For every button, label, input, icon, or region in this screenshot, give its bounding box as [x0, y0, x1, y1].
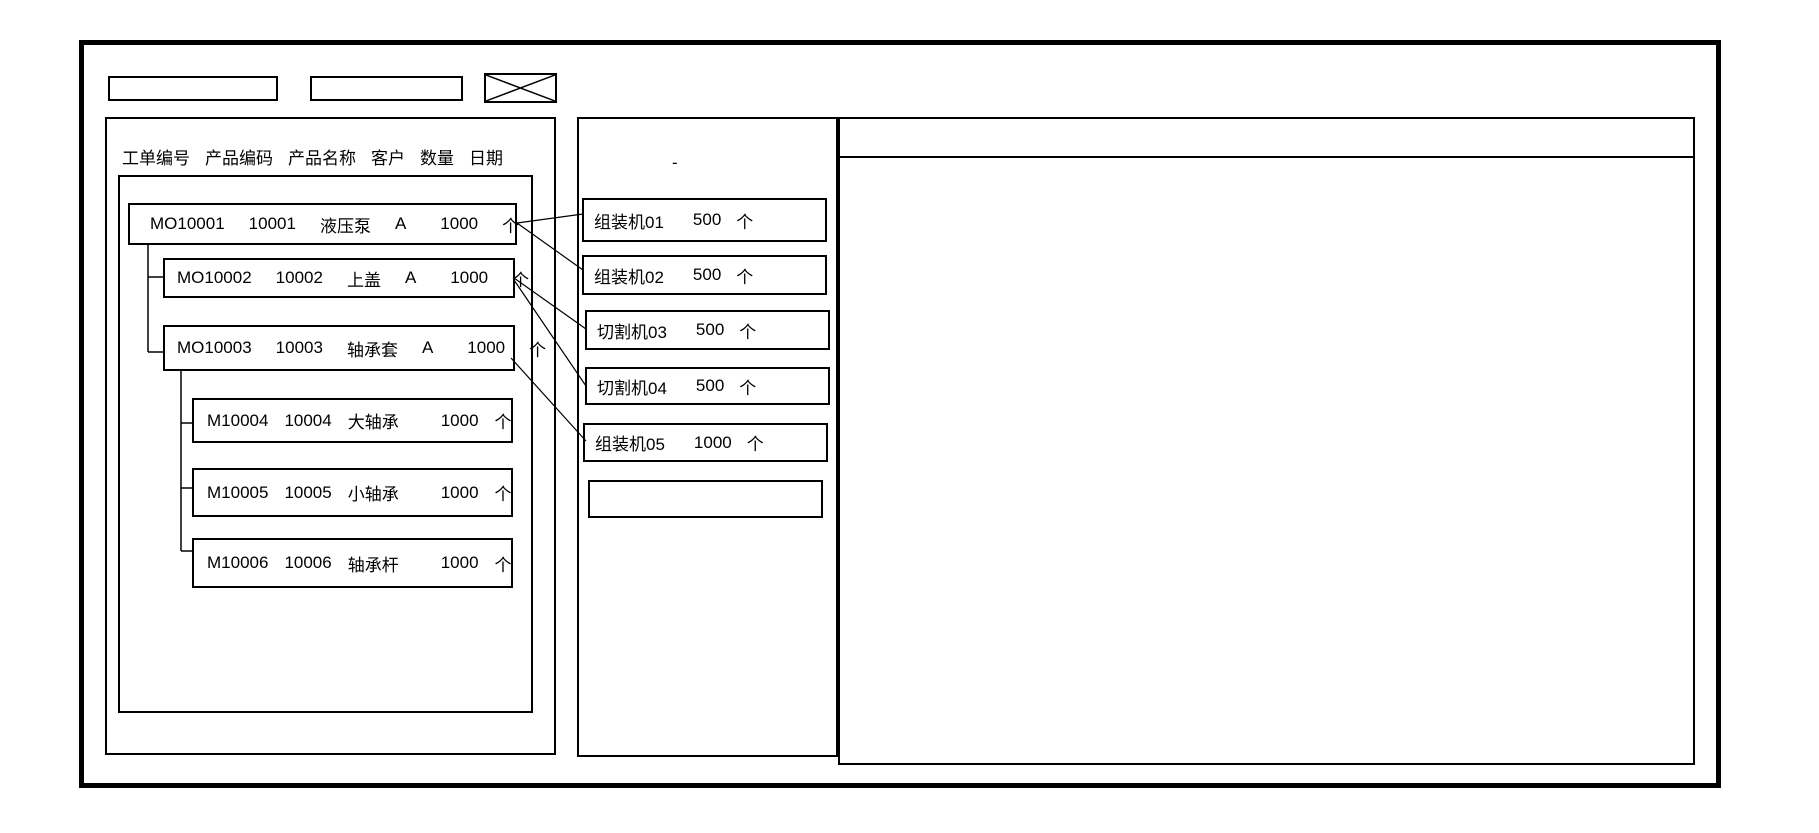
column-date: 日期 — [469, 149, 503, 168]
machine-slot-empty[interactable] — [588, 480, 823, 518]
machine-name: 组装机02 — [594, 267, 664, 287]
work-order-tree — [118, 175, 533, 713]
order-no: M10005 — [207, 482, 269, 502]
machine-qty: 500 — [695, 320, 725, 339]
detail-panel — [838, 117, 1695, 765]
machine-slot-01[interactable]: 组装机01 500 个 — [582, 198, 827, 242]
quantity: 1000 — [440, 482, 479, 502]
unit: 个 — [494, 485, 512, 504]
close-button[interactable] — [484, 73, 557, 103]
machine-qty: 500 — [692, 210, 722, 229]
work-order-node-mo10002[interactable]: MO10002 10002 上盖 A 1000 个 — [163, 258, 529, 298]
machine-name: 切割机04 — [597, 378, 667, 398]
product-name: 上盖 — [346, 270, 381, 290]
work-order-column-headers: 工单编号 产品编码 产品名称 客户 数量 日期 — [122, 144, 503, 169]
unit: 个 — [502, 216, 520, 236]
column-order-no: 工单编号 — [122, 149, 190, 168]
product-code: 10002 — [275, 268, 323, 287]
quantity: 1000 — [450, 268, 489, 287]
product-code: 10003 — [275, 338, 323, 357]
product-name: 轴承套 — [346, 340, 398, 360]
order-no: MO10003 — [177, 338, 252, 357]
machine-slot-05[interactable]: 组装机05 1000 个 — [583, 423, 828, 462]
customer: A — [394, 214, 407, 233]
work-order-node-m10005[interactable]: M10005 10005 小轴承 1000 个 — [192, 468, 513, 517]
unit: 个 — [512, 270, 530, 290]
unit: 个 — [529, 340, 547, 360]
order-no: M10004 — [207, 410, 269, 430]
order-no: M10006 — [207, 553, 269, 572]
machine-qty: 1000 — [693, 432, 732, 452]
product-name: 轴承杆 — [347, 555, 399, 575]
machine-unit: 个 — [736, 267, 754, 287]
customer: A — [421, 338, 434, 357]
machine-unit: 个 — [739, 378, 757, 398]
product-name: 小轴承 — [347, 485, 399, 504]
quantity: 1000 — [440, 410, 479, 430]
machine-name: 组装机05 — [595, 435, 665, 454]
toolbar-field-1[interactable] — [108, 76, 278, 101]
unit: 个 — [494, 555, 512, 575]
column-qty: 数量 — [420, 149, 454, 168]
machine-unit: 个 — [739, 322, 757, 342]
order-no: MO10001 — [150, 214, 225, 233]
quantity: 1000 — [440, 214, 479, 233]
product-code: 10004 — [284, 410, 332, 430]
product-name: 大轴承 — [347, 413, 399, 432]
machine-unit: 个 — [736, 212, 754, 232]
product-name: 液压泵 — [319, 216, 371, 236]
quantity: 1000 — [440, 553, 479, 572]
machine-slot-03[interactable]: 切割机03 500 个 — [585, 310, 830, 350]
machine-name: 组装机01 — [594, 212, 664, 232]
machine-qty: 500 — [695, 376, 725, 395]
machine-slot-02[interactable]: 组装机02 500 个 — [582, 255, 827, 295]
product-code: 10001 — [248, 214, 296, 233]
work-order-node-m10004[interactable]: M10004 10004 大轴承 1000 个 — [192, 398, 513, 443]
work-order-node-mo10001[interactable]: MO10001 10001 液压泵 A 1000 个 — [128, 203, 520, 245]
customer: A — [404, 268, 417, 287]
machine-qty: 500 — [692, 265, 722, 284]
product-code: 10006 — [284, 553, 332, 572]
column-customer: 客户 — [371, 149, 405, 168]
toolbar-field-2[interactable] — [310, 76, 463, 101]
column-product-code: 产品编码 — [205, 149, 273, 168]
work-order-node-mo10003[interactable]: MO10003 10003 轴承套 A 1000 个 — [163, 325, 546, 371]
dot-mark: - — [672, 153, 678, 172]
window-frame — [79, 40, 1721, 788]
detail-panel-header-divider — [840, 156, 1693, 158]
work-order-node-m10006[interactable]: M10006 10006 轴承杆 1000 个 — [192, 538, 513, 588]
machine-name: 切割机03 — [597, 322, 667, 342]
unit: 个 — [494, 413, 512, 432]
product-code: 10005 — [284, 482, 332, 502]
x-icon — [485, 74, 556, 102]
machine-unit: 个 — [746, 435, 764, 454]
quantity: 1000 — [467, 338, 506, 357]
column-product-name: 产品名称 — [288, 149, 356, 168]
order-no: MO10002 — [177, 268, 252, 287]
machine-slot-04[interactable]: 切割机04 500 个 — [585, 367, 830, 405]
